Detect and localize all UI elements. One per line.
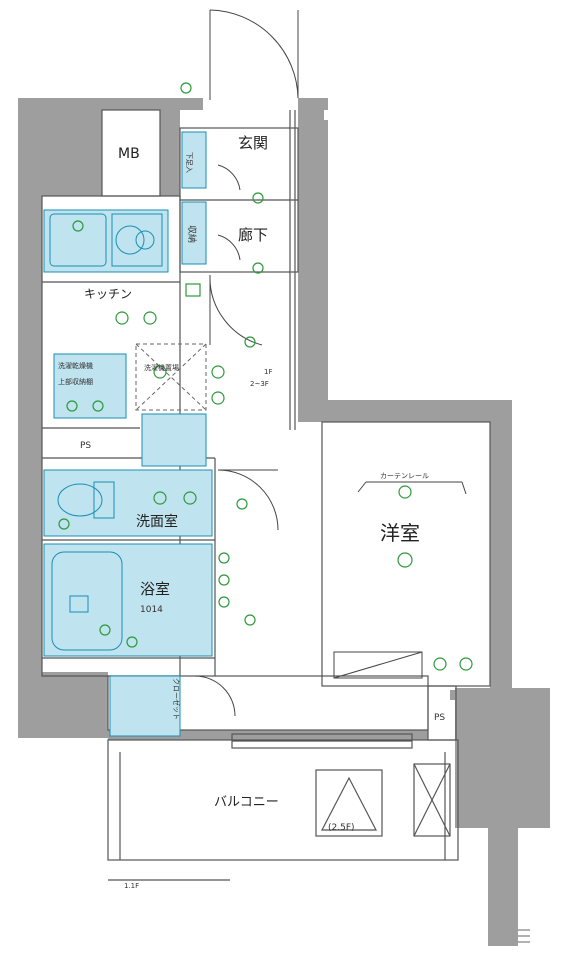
washer-shelf-label: 洗濯乾燥機: [58, 361, 93, 370]
drain-ticks: [518, 929, 530, 943]
walls: [18, 98, 550, 946]
kitchen-label: キッチン: [84, 287, 132, 301]
rail-height-label: 1.1F: [124, 882, 139, 890]
entrance-label: 玄関: [238, 134, 268, 152]
washroom-label: 洗面室: [136, 513, 178, 530]
level-2f-label: 2~3F: [250, 380, 269, 388]
mb-label: MB: [118, 146, 140, 162]
western-label: 洋室: [380, 521, 420, 545]
fixture-details: [57, 225, 155, 613]
electrical-symbols: [58, 82, 473, 671]
washer-shelf-label-2: 上部収納棚: [58, 377, 93, 386]
bath-size-label: 1014: [140, 605, 163, 615]
hall-label: 廊下: [238, 226, 268, 244]
interior-doors: [194, 164, 279, 717]
curtain-rail-label: カーテンレール: [380, 472, 429, 480]
ps-right-label: PS: [434, 713, 445, 723]
washer-space-label: 洗濯機置場: [144, 363, 179, 372]
level-1f-label: 1F: [264, 368, 272, 376]
aircon-label: (2.5F): [328, 823, 355, 833]
western-details: [333, 481, 467, 679]
bath-label: 浴室: [140, 580, 170, 598]
washer-space: [135, 343, 207, 411]
balcony: [107, 733, 459, 881]
balcony-label: バルコニー: [214, 795, 279, 810]
entrance-door: [209, 9, 299, 100]
ps-left-label: PS: [80, 441, 91, 451]
room-lines: [41, 109, 491, 741]
fixtures: [43, 131, 213, 737]
shoe-cabinet-label: 下足入: [185, 152, 193, 173]
closet-label: クローゼット: [172, 678, 181, 720]
storage-label: 収納: [186, 225, 198, 243]
